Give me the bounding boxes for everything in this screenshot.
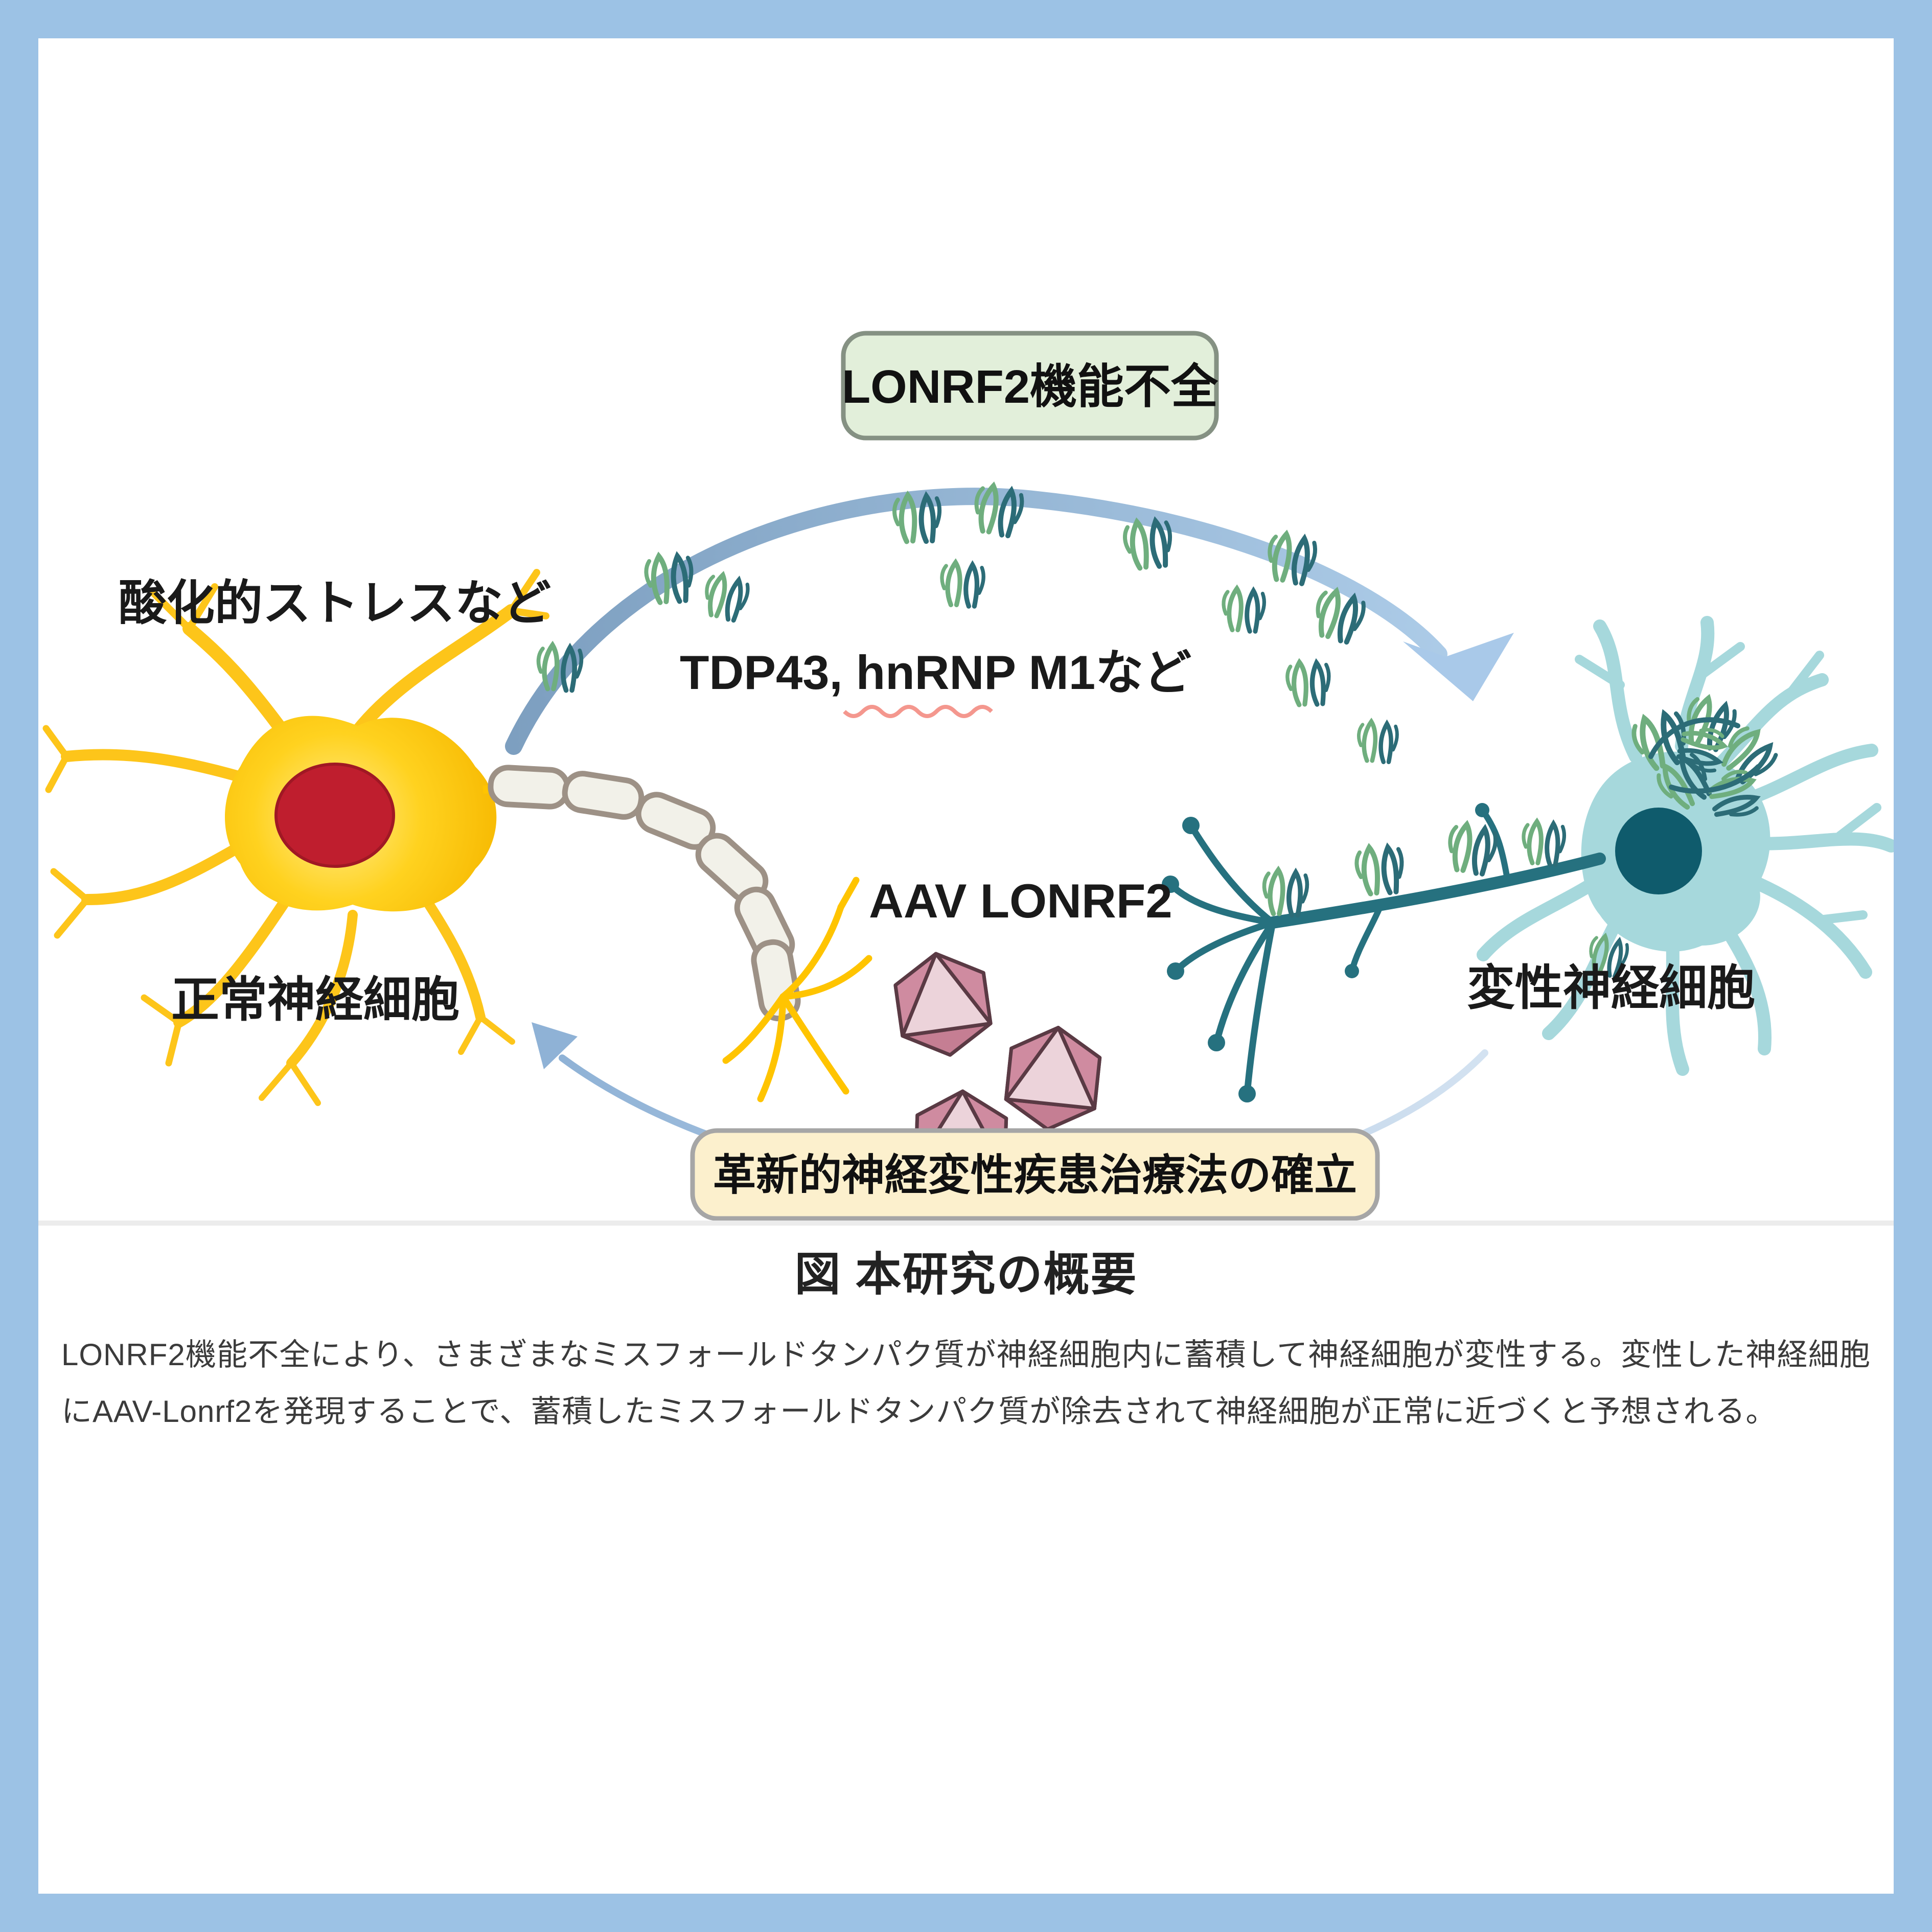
protein-aggregate-icon: [1447, 823, 1497, 875]
treatment-arrowhead-icon: [532, 1022, 578, 1069]
myelin-sheath-segment: [490, 767, 568, 808]
proteins-underlined: hnRNP: [856, 646, 1016, 699]
overview-diagram: LONRF2機能不全 革新的神経変性疾患治療法の確立 酸化的ストレスなど TDP…: [42, 331, 1894, 1221]
figure-description: LONRF2機能不全により、さまざまなミスフォールドタンパク質が神経細胞内に蓄積…: [61, 1338, 1871, 1429]
degenerated-neuron-illustration: [1162, 616, 1894, 1102]
protein-aggregate-icon: [702, 572, 750, 622]
hnrnp-wavy-underline: [843, 705, 993, 718]
misfolded-protein-scatter: [539, 484, 1397, 762]
treatment-goal-box: 革新的神経変性疾患治療法の確立: [690, 1128, 1380, 1221]
lonrf2-dysfunction-label: LONRF2機能不全: [842, 361, 1218, 413]
figure-caption: 図 本研究の概要: [794, 1249, 1138, 1300]
degenerated-axon-terminal-bulbs: [1162, 803, 1489, 1102]
figure-divider: [38, 1221, 1894, 1226]
normal-neuron-label: 正常神経細胞: [171, 973, 459, 1026]
protein-aggregate-icon: [942, 563, 983, 607]
misfolded-proteins-label: TDP43, hnRNP M1など: [680, 646, 1191, 699]
normal-neuron-nucleus: [274, 763, 395, 868]
myelin-sheath-segment: [562, 771, 643, 820]
degenerated-neuron-nucleus: [1615, 808, 1702, 894]
normal-neuron-illustration: [42, 569, 872, 1106]
protein-aggregate-icon: [1354, 843, 1406, 896]
research-overview-figure: LONRF2機能不全 革新的神経変性疾患治療法の確立 酸化的ストレスなど TDP…: [38, 286, 1894, 1227]
protein-aggregate-icon: [1286, 659, 1332, 707]
protein-aggregate-icon: [1264, 870, 1307, 915]
oxidative-stress-label: 酸化的ストレスなど: [119, 576, 551, 630]
treatment-goal-label: 革新的神経変性疾患治療法の確立: [713, 1151, 1357, 1199]
proteins-suffix: M1など: [1015, 646, 1191, 699]
article-content: LONRF2機能不全 革新的神経変性疾患治療法の確立 酸化的ストレスなど TDP…: [38, 38, 1894, 1894]
axon-terminal: [722, 877, 872, 1102]
aggregate-mass: [1629, 695, 1781, 823]
protein-aggregate-icon: [1524, 822, 1564, 865]
protein-aggregate-icon: [1359, 722, 1397, 762]
degeneration-arrowhead-icon: [1403, 633, 1514, 701]
degenerated-neuron-label: 変性神経細胞: [1467, 961, 1755, 1015]
aav-lonrf2-label: AAV LONRF2: [869, 874, 1172, 928]
lonrf2-dysfunction-box: LONRF2機能不全: [841, 331, 1219, 441]
normal-neuron-dendrites: [42, 569, 549, 1106]
proteins-prefix: TDP43,: [680, 646, 856, 699]
myelinated-axon: [482, 767, 872, 1102]
aav-capsid-icon: [892, 948, 994, 1061]
degeneration-arrow-curve: [505, 488, 1447, 755]
degeneration-arrow: [505, 488, 1514, 755]
aav-capsid-icon: [1003, 1023, 1102, 1134]
protein-aggregate-icon: [1224, 589, 1264, 632]
